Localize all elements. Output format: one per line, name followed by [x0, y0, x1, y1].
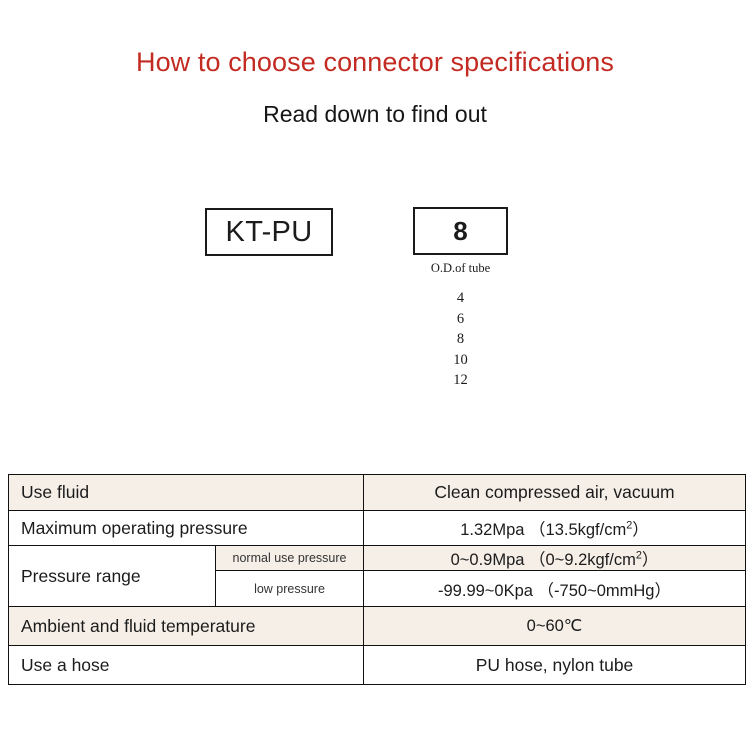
tube-size-value: 8 — [453, 215, 468, 246]
spec-label-ambient-fluid-temperature: Ambient and fluid temperature — [8, 606, 364, 646]
value-text: 0~0.9Mpa （0~9.2kgf/cm — [450, 551, 636, 569]
table-row: Pressure range normal use pressure 0~0.9… — [8, 545, 746, 607]
od-option: 12 — [453, 372, 468, 389]
spec-value-use-a-hose: PU hose, nylon tube — [363, 645, 746, 685]
page-subtitle: Read down to find out — [263, 101, 487, 127]
spec-label-pressure-range: Pressure range — [8, 545, 216, 607]
spec-value-max-operating-pressure: 1.32Mpa （13.5kgf/cm2） — [363, 510, 746, 546]
spec-label-max-operating-pressure: Maximum operating pressure — [8, 510, 364, 546]
value-superscript: 2 — [626, 519, 633, 532]
value-superscript: 2 — [635, 549, 642, 562]
od-of-tube-caption: O.D.of tube — [430, 261, 491, 275]
table-row: Ambient and fluid temperature 0~60℃ — [8, 606, 746, 646]
od-option: 4 — [456, 290, 465, 306]
value-text-suffix: ） — [632, 521, 649, 539]
od-option: 10 — [453, 351, 468, 368]
spec-value-normal-use-pressure: 0~0.9Mpa （0~9.2kgf/cm2） — [363, 545, 746, 571]
spec-value-use-fluid: Clean compressed air, vacuum — [363, 474, 746, 511]
od-option: 6 — [456, 310, 465, 327]
od-of-tube-option-list: 4 6 8 10 12 — [398, 288, 523, 391]
value-text: 1.32Mpa （13.5kgf/cm — [460, 521, 627, 539]
spec-value-low-pressure: -99.99~0Kpa （-750~0mmHg） — [363, 570, 746, 607]
value-text-suffix: ） — [641, 551, 659, 569]
table-row: Use a hose PU hose, nylon tube — [8, 645, 746, 685]
spec-sublabel-normal-use-pressure: normal use pressure — [215, 545, 364, 571]
tube-size-box: 8 — [413, 207, 508, 255]
od-option: 8 — [456, 331, 465, 348]
table-row: Maximum operating pressure 1.32Mpa （13.5… — [8, 510, 746, 546]
spec-label-use-fluid: Use fluid — [8, 474, 364, 511]
series-code-value: KT-PU — [225, 215, 313, 248]
table-row: Use fluid Clean compressed air, vacuum — [8, 474, 746, 511]
page-title: How to choose connector specifications — [135, 47, 615, 77]
spec-value-ambient-fluid-temperature: 0~60℃ — [363, 606, 746, 646]
spec-label-use-a-hose: Use a hose — [8, 645, 364, 685]
specification-table: Use fluid Clean compressed air, vacuum M… — [8, 474, 746, 685]
series-code-box: KT-PU — [205, 208, 333, 256]
spec-sublabel-low-pressure: low pressure — [215, 570, 364, 607]
